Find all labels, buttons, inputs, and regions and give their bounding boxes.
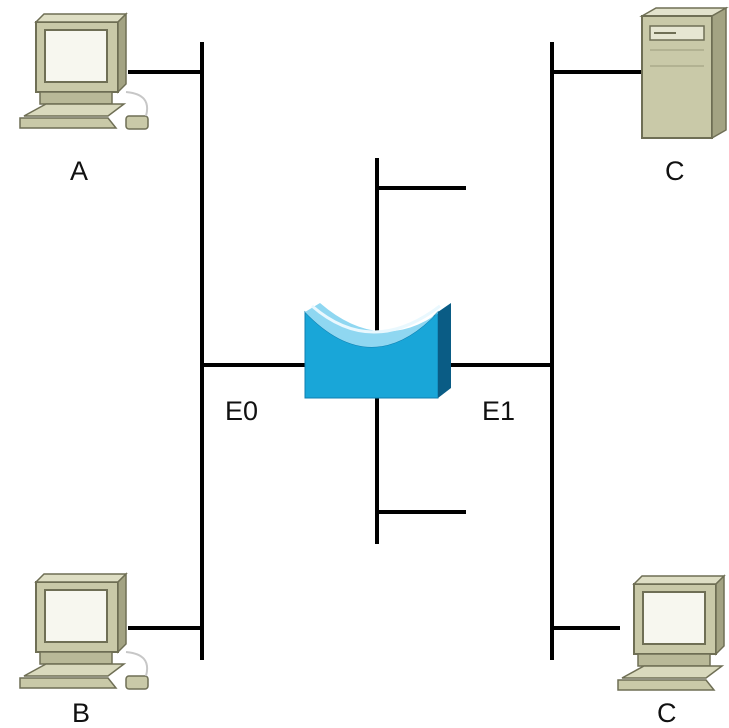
label-host-b: B (72, 698, 91, 728)
workstation-icon (19, 12, 149, 130)
label-host-a: A (70, 156, 89, 186)
label-server-c: C (665, 156, 685, 186)
bridge-icon (304, 303, 451, 399)
label-interface-e0: E0 (225, 396, 259, 426)
workstation-icon (19, 572, 149, 690)
label-host-c-bottom: C (657, 698, 677, 728)
workstation-icon (617, 574, 726, 691)
label-interface-e1: E1 (482, 396, 516, 426)
server-icon (639, 6, 729, 140)
